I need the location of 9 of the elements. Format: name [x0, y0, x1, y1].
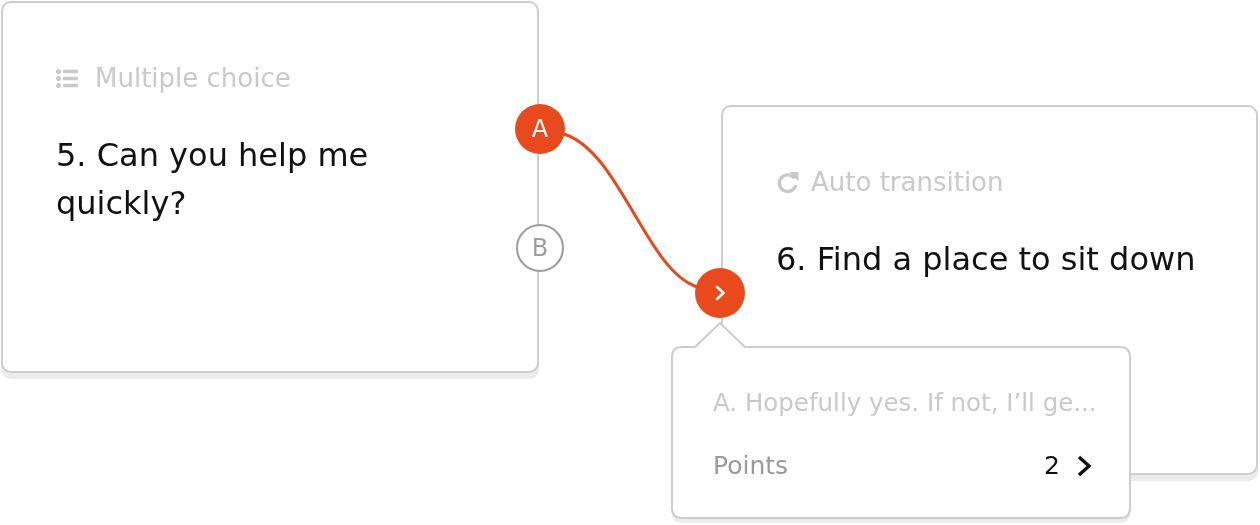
points-label: Points [713, 451, 790, 481]
answer-popover [671, 322, 1131, 524]
question-title: 5. Can you help me quickly? [56, 135, 370, 224]
entry-port [695, 268, 745, 318]
points-value: 2 [1044, 451, 1060, 481]
answer-port: A [515, 104, 565, 154]
connector-curve [563, 132, 698, 288]
answer-port: B [516, 224, 564, 272]
question-title: 6. Find a place to sit down [776, 239, 1196, 280]
